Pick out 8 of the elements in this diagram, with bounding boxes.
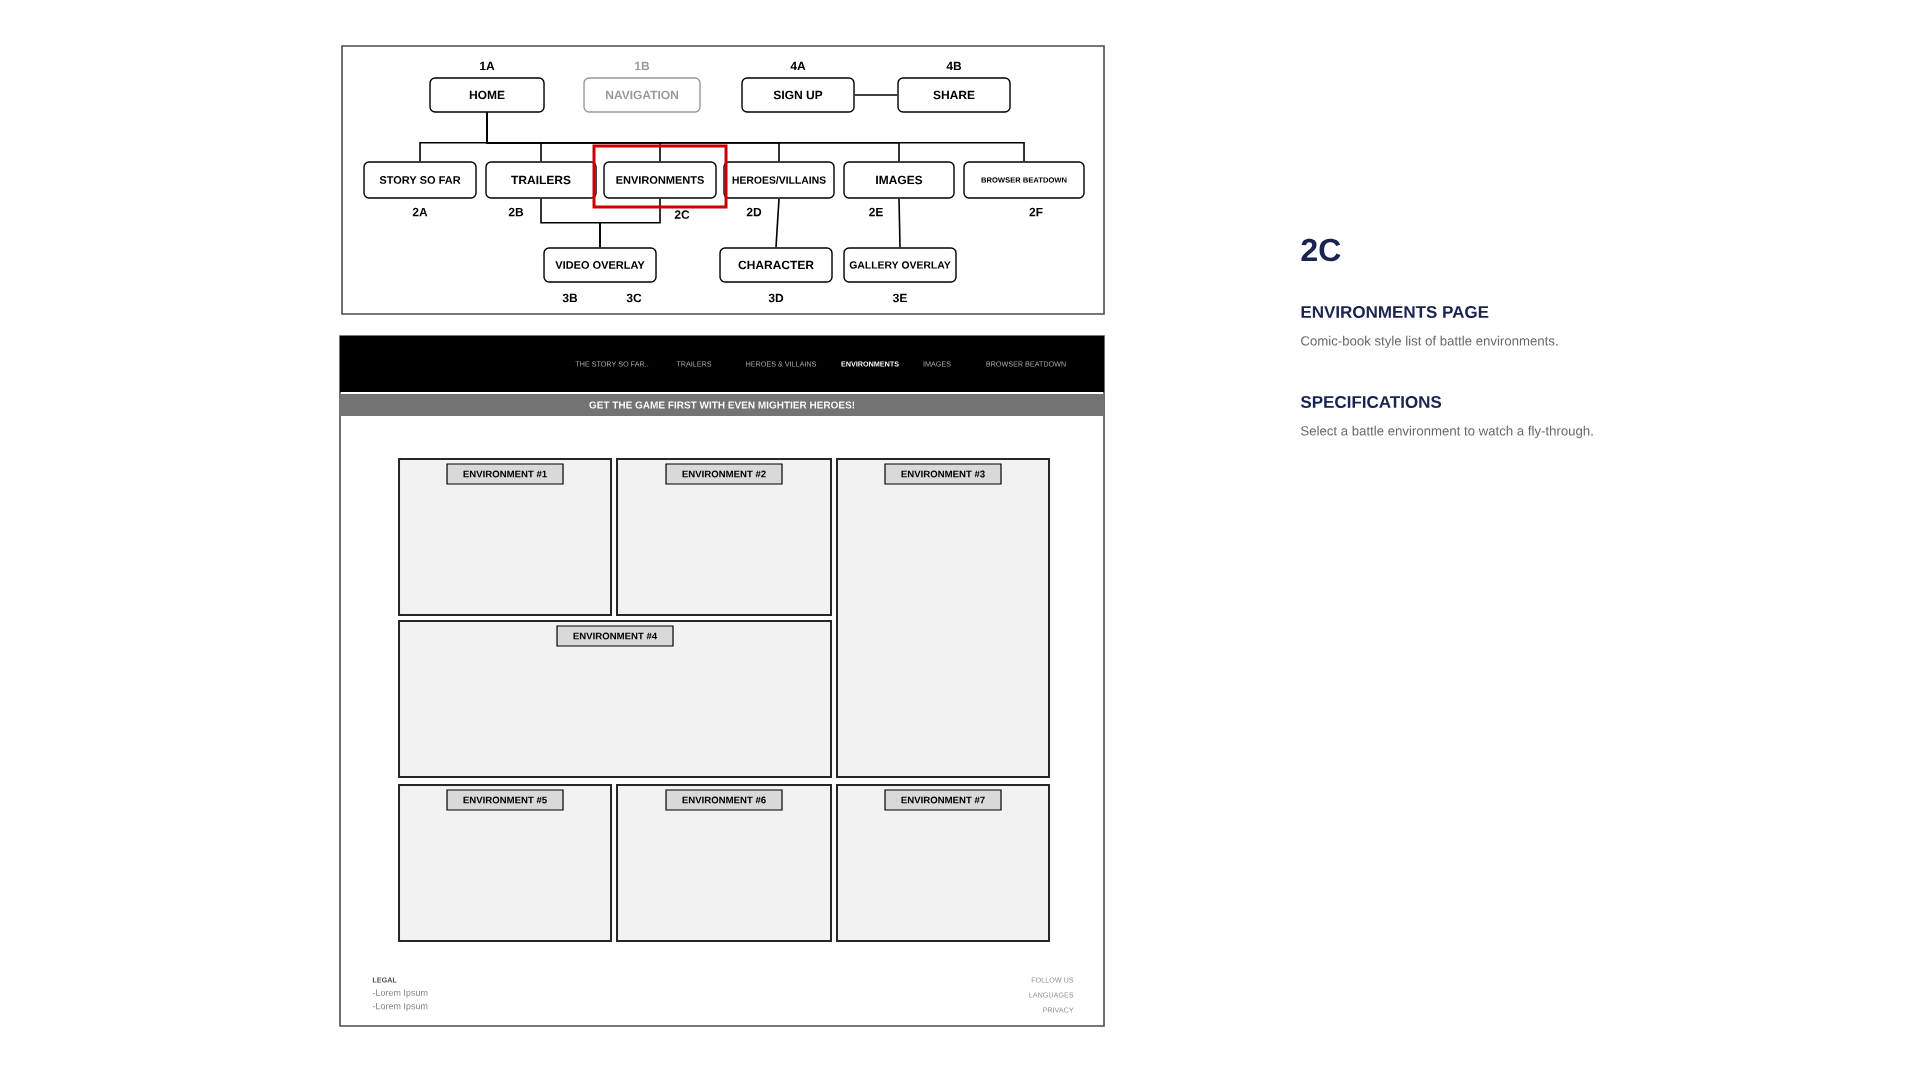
section-heading: SPECIFICATIONS <box>1300 396 1442 408</box>
page-code-heading: 2C <box>1301 238 1341 262</box>
section-heading: ENVIRONMENTS PAGE <box>1301 306 1489 318</box>
connector-line <box>599 197 661 249</box>
connector-line <box>486 111 1025 163</box>
connector-line <box>898 197 901 249</box>
connector-line <box>775 197 780 249</box>
connector-line <box>853 94 899 96</box>
